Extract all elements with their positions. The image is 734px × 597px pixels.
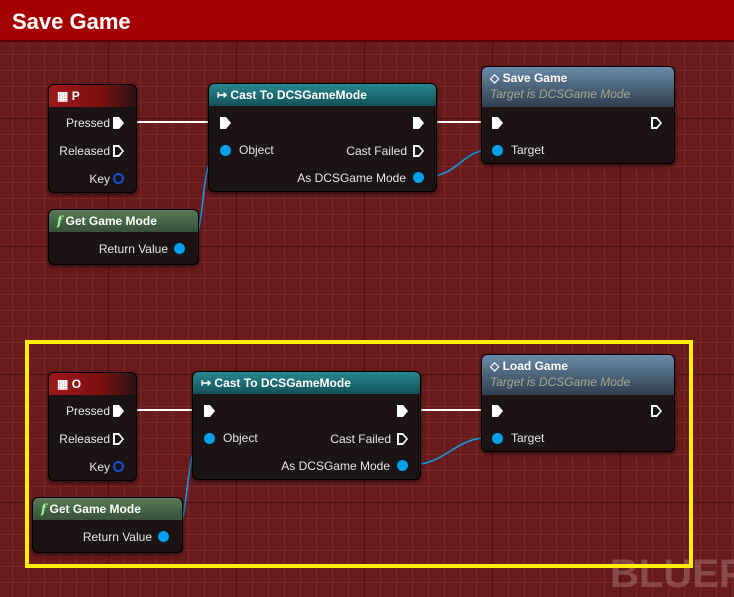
function-icon: f bbox=[57, 214, 63, 228]
pin-label: Object bbox=[223, 431, 258, 445]
cast-icon: ↦ bbox=[217, 88, 228, 102]
function-call-icon: ◇ bbox=[490, 359, 500, 373]
pin-label: Target bbox=[511, 143, 545, 157]
keyboard-icon: ▦ bbox=[57, 89, 69, 103]
key-event-node[interactable]: ▦ O Pressed Released Key bbox=[48, 372, 137, 481]
keyboard-icon: ▦ bbox=[57, 377, 69, 391]
pin-label: As DCSGame Mode bbox=[281, 459, 390, 473]
pin-label: Released bbox=[59, 144, 110, 158]
node-title: P bbox=[71, 89, 80, 103]
key-pin[interactable] bbox=[113, 173, 124, 184]
pin-label: Pressed bbox=[65, 404, 110, 418]
node-title: Cast To DCSGameMode bbox=[214, 376, 351, 390]
graph-title-bar: Save Game bbox=[0, 0, 734, 42]
exec-out-pin[interactable] bbox=[113, 433, 124, 445]
cast-failed-pin[interactable] bbox=[397, 433, 408, 445]
cast-node[interactable]: ↦ Cast To DCSGameMode Object Cast Failed… bbox=[192, 371, 421, 480]
target-pin[interactable] bbox=[492, 433, 503, 444]
as-pin[interactable] bbox=[413, 172, 424, 183]
pin-label: As DCSGame Mode bbox=[297, 171, 406, 185]
exec-in-pin[interactable] bbox=[204, 405, 215, 417]
pin-label: Key bbox=[89, 172, 110, 186]
return-value-pin[interactable] bbox=[174, 243, 185, 254]
exec-out-pin[interactable] bbox=[413, 117, 424, 129]
get-game-mode-node[interactable]: f Get Game Mode Return Value bbox=[48, 209, 199, 265]
node-title: Get Game Mode bbox=[65, 214, 157, 228]
cast-icon: ↦ bbox=[201, 376, 212, 390]
object-pin[interactable] bbox=[204, 433, 215, 444]
key-pin[interactable] bbox=[113, 461, 124, 472]
object-pin[interactable] bbox=[220, 145, 231, 156]
node-title: Save Game bbox=[502, 71, 568, 85]
pin-label: Key bbox=[89, 460, 110, 474]
exec-in-pin[interactable] bbox=[220, 117, 231, 129]
node-title: Cast To DCSGameMode bbox=[230, 88, 367, 102]
node-title: Load Game bbox=[502, 359, 568, 373]
exec-out-pin[interactable] bbox=[651, 405, 662, 417]
node-subtitle: Target is DCSGame Mode bbox=[490, 375, 631, 389]
pin-label: Return Value bbox=[82, 530, 152, 544]
function-call-icon: ◇ bbox=[490, 71, 500, 85]
cast-failed-pin[interactable] bbox=[413, 145, 424, 157]
node-title: O bbox=[71, 377, 82, 391]
cast-node[interactable]: ↦ Cast To DCSGameMode Object Cast Failed… bbox=[208, 83, 437, 192]
pin-label: Return Value bbox=[98, 242, 168, 256]
exec-in-pin[interactable] bbox=[492, 117, 503, 129]
graph-title: Save Game bbox=[12, 9, 131, 34]
exec-out-pin[interactable] bbox=[651, 117, 662, 129]
return-value-pin[interactable] bbox=[158, 531, 169, 542]
pin-label: Cast Failed bbox=[330, 432, 391, 446]
exec-out-pin[interactable] bbox=[113, 117, 124, 129]
node-title: Get Game Mode bbox=[49, 502, 141, 516]
exec-out-pin[interactable] bbox=[113, 145, 124, 157]
highlight-box bbox=[25, 340, 693, 568]
pin-label: Released bbox=[59, 432, 110, 446]
pin-label: Target bbox=[511, 431, 545, 445]
function-icon: f bbox=[41, 502, 47, 516]
exec-out-pin[interactable] bbox=[113, 405, 124, 417]
target-pin[interactable] bbox=[492, 145, 503, 156]
pin-label: Cast Failed bbox=[346, 144, 407, 158]
as-pin[interactable] bbox=[397, 460, 408, 471]
get-game-mode-node[interactable]: f Get Game Mode Return Value bbox=[32, 497, 183, 553]
node-subtitle: Target is DCSGame Mode bbox=[490, 87, 631, 101]
exec-out-pin[interactable] bbox=[397, 405, 408, 417]
pin-label: Object bbox=[239, 143, 274, 157]
key-event-node[interactable]: ▦ P Pressed Released Key bbox=[48, 84, 137, 193]
pin-label: Pressed bbox=[65, 116, 110, 130]
exec-in-pin[interactable] bbox=[492, 405, 503, 417]
